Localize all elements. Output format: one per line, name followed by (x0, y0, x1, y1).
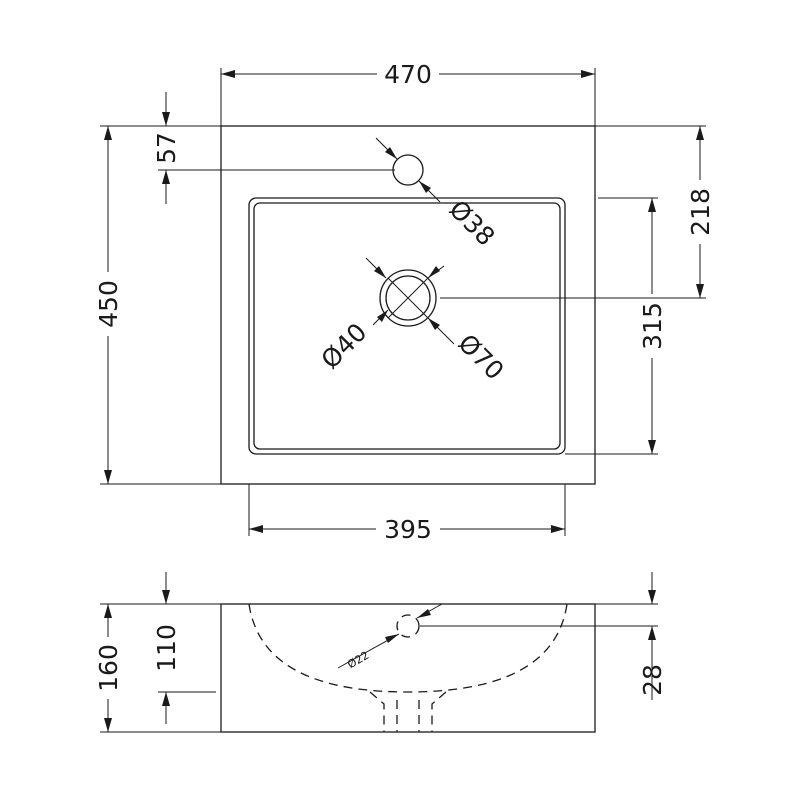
basin-outline-plan (220, 125, 596, 485)
label-218: 218 (686, 188, 715, 236)
side-view: Ø22 160 110 28 (94, 572, 667, 733)
dimension-28: 28 (420, 572, 667, 700)
dimension-110: 110 (152, 572, 216, 724)
dimension-470: 470 (220, 60, 596, 126)
tap-hole-icon (392, 154, 424, 186)
dimension-tap-diameter: Ø38 (375, 137, 500, 251)
dimension-315: 315 (565, 197, 667, 455)
bowl-outline-outer (248, 197, 566, 455)
label-470: 470 (384, 60, 432, 89)
dimension-395: 395 (248, 484, 566, 544)
dimension-450: 450 (94, 125, 221, 485)
label-160: 160 (94, 644, 123, 692)
dimension-waste-inner-diameter: Ø40 (316, 257, 389, 375)
dimension-overflow-diameter: Ø22 (337, 603, 443, 671)
basin-outline-side (220, 603, 596, 733)
dimension-218: 218 (440, 125, 715, 299)
label-395: 395 (384, 515, 432, 544)
waste-outlet-icon (379, 269, 437, 327)
plan-view: 470 450 57 Ø38 (94, 60, 715, 544)
label-28: 28 (638, 664, 667, 696)
bowl-hidden-profile (248, 603, 568, 693)
label-110: 110 (152, 624, 181, 672)
bowl-outline-inner (253, 202, 561, 450)
waste-pipe-hidden (369, 691, 447, 732)
label-waste-outer-diameter: Ø70 (453, 329, 510, 386)
dimension-160: 160 (94, 603, 221, 733)
label-57: 57 (152, 132, 181, 164)
label-waste-inner-diameter: Ø40 (316, 318, 373, 375)
label-450: 450 (94, 280, 123, 328)
overflow-hole-icon (396, 614, 420, 638)
dimension-waste-outer-diameter: Ø70 (427, 265, 510, 386)
label-315: 315 (638, 302, 667, 350)
dimension-57: 57 (152, 92, 395, 204)
